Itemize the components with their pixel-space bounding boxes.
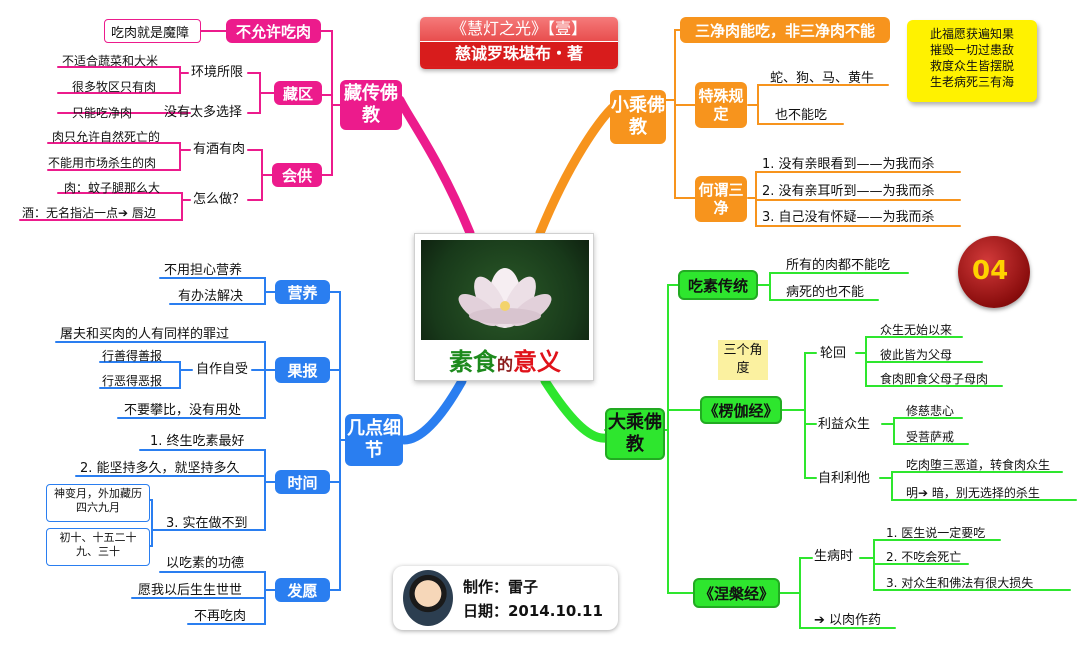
leaf-meat-as-medicine: ➔ 以肉作药 <box>814 613 882 628</box>
author-date: 日期：2014.10.11 <box>463 602 603 620</box>
branch-details[interactable]: 几点细节 <box>345 414 403 466</box>
note-meat-is-demon: 吃肉就是魔障 <box>104 19 201 43</box>
leaf-not-heard: 2. 没有亲耳听到——为我而杀 <box>762 184 935 199</box>
note-special-months: 神变月，外加藏历四六九月 <box>46 484 150 522</box>
central-title: 素食的意义 <box>415 342 595 377</box>
leaf-not-suitable: 不适合蔬菜和大米 <box>62 54 159 68</box>
node-meat-not-allowed[interactable]: 不允许吃肉 <box>226 19 321 43</box>
node-benefit-beings: 利益众生 <box>818 417 871 432</box>
branch-hinayana[interactable]: 小乘佛教 <box>610 90 666 144</box>
node-tibet-region[interactable]: 藏区 <box>274 81 322 105</box>
node-reap-what-sow: 自作自受 <box>196 362 249 377</box>
author-card: 制作：雷子 日期：2014.10.11 <box>393 566 618 630</box>
node-three-pure-meat[interactable]: 三净肉能吃，非三净肉不能 <box>680 17 890 43</box>
node-special-rules[interactable]: 特殊规定 <box>695 82 747 128</box>
leaf-no-more-meat: 不再吃肉 <box>194 609 247 624</box>
leaf-can-be-solved: 有办法解决 <box>178 289 244 304</box>
author-maker: 制作：雷子 <box>463 578 539 596</box>
title-char-5: 义 <box>537 348 561 376</box>
leaf-compassion: 修慈悲心 <box>906 404 955 418</box>
node-nirvana-sutra[interactable]: 《涅槃经》 <box>693 578 780 608</box>
leaf-no-market-meat: 不能用市场杀生的肉 <box>48 156 157 170</box>
node-lankavatara-sutra[interactable]: 《楞伽经》 <box>700 396 782 424</box>
book-title: 《慧灯之光》【壹】 <box>450 19 587 38</box>
node-vegetarian-tradition[interactable]: 吃素传统 <box>678 270 758 300</box>
node-wine-and-meat: 有酒有肉 <box>193 142 246 157</box>
leaf-great-loss: 3. 对众生和佛法有很大损失 <box>886 576 1034 590</box>
leaf-only-meat: 很多牧区只有肉 <box>72 80 157 94</box>
title-char-4: 意 <box>513 348 537 376</box>
node-samsara: 轮回 <box>820 346 847 361</box>
leaf-doctor-says: 1. 医生说一定要吃 <box>886 526 986 540</box>
title-char-2: 食 <box>472 348 497 376</box>
leaf-no-comparison: 不要攀比，没有用处 <box>124 403 242 418</box>
node-how-to-do: 怎么做？ <box>193 192 246 207</box>
three-angles-note: 三个角度 <box>718 340 768 380</box>
branch-mahayana[interactable]: 大乘佛教 <box>605 408 665 460</box>
node-ganachakra[interactable]: 会供 <box>272 163 322 187</box>
leaf-mosquito-leg: 肉：蚊子腿那么大 <box>64 181 161 195</box>
leaf-if-impossible: 3. 实在做不到 <box>166 516 248 531</box>
node-aspiration[interactable]: 发愿 <box>275 578 330 602</box>
leaf-lower-realms: 吃肉堕三恶道，转食肉众生 <box>906 458 1051 472</box>
node-when-sick: 生病时 <box>814 549 854 564</box>
title-char-3: 的 <box>496 355 513 374</box>
leaf-as-long-as-possible: 2. 能坚持多久，就坚持多久 <box>80 461 240 476</box>
leaf-merit-of-vegetarian: 以吃素的功德 <box>166 556 245 571</box>
leaf-lifelong-best: 1. 终生吃素最好 <box>150 434 245 449</box>
leaf-no-meat-at-all: 所有的肉都不能吃 <box>786 258 891 273</box>
node-karmic-result[interactable]: 果报 <box>275 357 330 383</box>
leaf-no-diseased-meat: 病死的也不能 <box>786 285 865 300</box>
dedication-line: 生老病死三有海 <box>929 75 1014 89</box>
leaf-wine-drop: 酒：无名指沾一点➔ 唇边 <box>22 206 156 220</box>
seal-number: 04 <box>972 256 1009 286</box>
leaf-pure-meat-only: 只能吃净肉 <box>72 106 133 120</box>
lotus-photo <box>421 240 589 340</box>
node-what-is-three-pure[interactable]: 何谓三净 <box>695 176 747 222</box>
dedication-line: 摧毁一切过患敌 <box>929 43 1014 57</box>
dedication-line: 救度众生皆摆脱 <box>929 59 1014 73</box>
avatar <box>403 570 453 626</box>
node-self-and-others: 自利利他 <box>818 471 871 486</box>
leaf-butcher-and-buyer: 屠夫和买肉的人有同样的罪过 <box>60 327 230 342</box>
leaf-good-deeds: 行善得善报 <box>102 349 163 363</box>
leaf-eating-parents: 食肉即食父母子母肉 <box>880 372 989 386</box>
dedication-line: 此福愿获遍知果 <box>929 27 1014 41</box>
title-char-1: 素 <box>448 348 473 376</box>
node-no-choice: 没有太多选择 <box>164 105 243 120</box>
book-title-banner: 《慧灯之光》【壹】 慈诚罗珠堪布・著 <box>420 17 618 69</box>
leaf-not-seen: 1. 没有亲眼看到——为我而杀 <box>762 157 935 172</box>
wax-seal-badge: 04 <box>958 236 1030 308</box>
leaf-bodhisattva-vow: 受菩萨戒 <box>906 430 955 444</box>
note-special-days: 初十、十五二十九、三十 <box>46 528 150 566</box>
dedication-note: 此福愿获遍知果 摧毁一切过患敌 救度众生皆摆脱 生老病死三有海 <box>907 20 1037 102</box>
leaf-no-choice-killing: 明➔ 暗，别无选择的杀生 <box>906 486 1040 500</box>
central-topic: 素食的意义 <box>414 233 594 381</box>
leaf-will-die: 2. 不吃会死亡 <box>886 550 962 564</box>
leaf-all-were-parents: 彼此皆为父母 <box>880 348 953 362</box>
leaf-snake-dog-horse-ox: 蛇、狗、马、黄牛 <box>770 71 875 86</box>
leaf-all-future-lives: 愿我以后生生世世 <box>138 583 243 598</box>
book-author: 慈诚罗珠堪布・著 <box>420 41 618 66</box>
leaf-also-forbidden: 也不能吃 <box>775 108 828 123</box>
node-environment-limit: 环境所限 <box>191 65 244 80</box>
node-timing[interactable]: 时间 <box>275 470 330 494</box>
leaf-no-worry-nutrition: 不用担心营养 <box>164 263 243 278</box>
branch-tibetan-buddhism[interactable]: 藏传佛教 <box>340 80 402 130</box>
leaf-no-doubt: 3. 自己没有怀疑——为我而杀 <box>762 210 935 225</box>
leaf-natural-death: 肉只允许自然死亡的 <box>52 130 161 144</box>
leaf-beginningless: 众生无始以来 <box>880 323 953 337</box>
node-nutrition[interactable]: 营养 <box>275 280 330 304</box>
leaf-bad-deeds: 行恶得恶报 <box>102 374 163 388</box>
